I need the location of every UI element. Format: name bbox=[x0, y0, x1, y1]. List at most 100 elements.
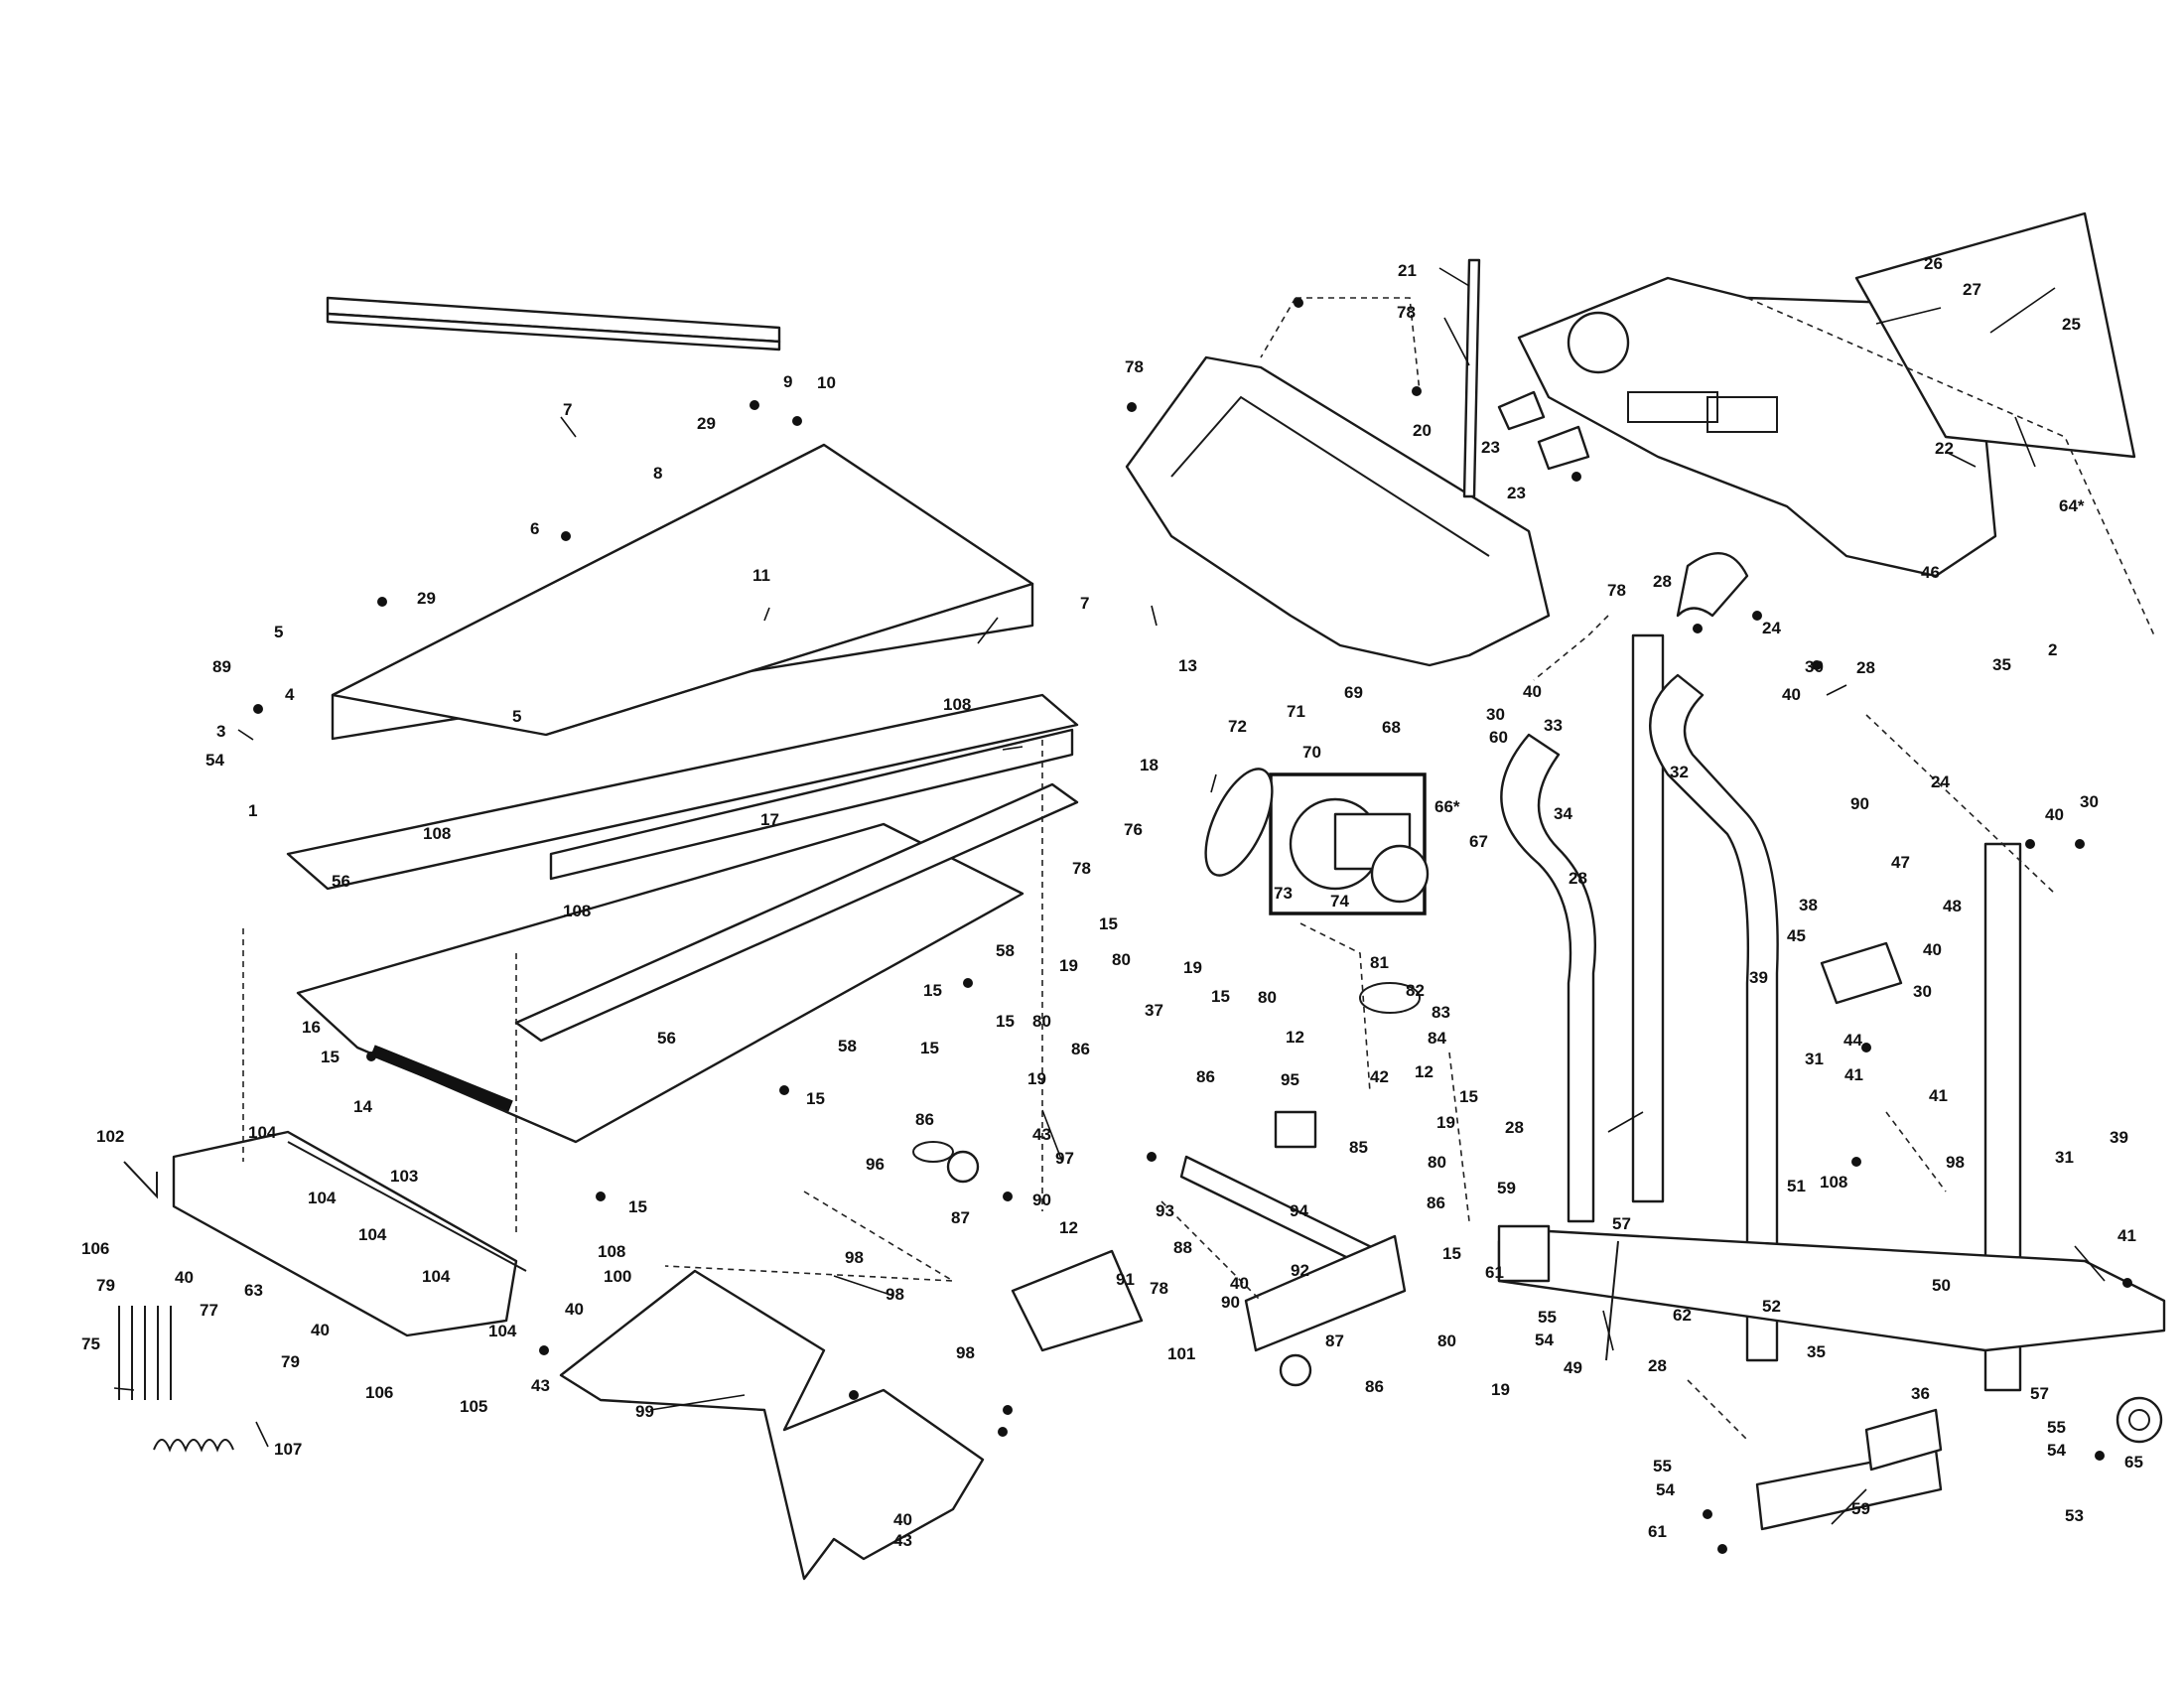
callout-label: 88 bbox=[1173, 1238, 1192, 1257]
callout-label: 46 bbox=[1921, 563, 1940, 582]
pulley-b bbox=[1279, 1353, 1312, 1387]
callout-label: 16 bbox=[302, 1018, 321, 1037]
callout-label: 108 bbox=[598, 1242, 625, 1261]
callout-label: 62 bbox=[1673, 1306, 1692, 1325]
callout-label: 74 bbox=[1330, 892, 1349, 911]
incline-motor bbox=[1820, 941, 1903, 1005]
callout-label: 86 bbox=[915, 1110, 934, 1129]
callout-label: 58 bbox=[838, 1037, 857, 1055]
callout-label: 30 bbox=[2080, 792, 2099, 811]
callout-label: 2 bbox=[2048, 640, 2057, 659]
callout-label: 34 bbox=[1554, 804, 1572, 823]
callout-label: 40 bbox=[2045, 805, 2064, 824]
side-rail-right bbox=[549, 728, 1074, 881]
callout-label: 107 bbox=[274, 1440, 302, 1459]
callout-label: 58 bbox=[996, 941, 1015, 960]
console-base bbox=[1517, 276, 1997, 578]
callout-label: 54 bbox=[1656, 1480, 1675, 1499]
callout-label: 39 bbox=[2110, 1128, 2128, 1147]
callout-label: 40 bbox=[175, 1268, 194, 1287]
callout-label: 65 bbox=[2124, 1453, 2143, 1472]
callout-label: 87 bbox=[951, 1208, 970, 1227]
motor-end-cap bbox=[1370, 844, 1430, 904]
callout-label: 41 bbox=[1844, 1065, 1863, 1084]
callout-label: 102 bbox=[96, 1127, 124, 1146]
callout-label: 59 bbox=[1851, 1499, 1870, 1518]
callout-label: 57 bbox=[1612, 1214, 1631, 1233]
callout-label: 94 bbox=[1290, 1201, 1308, 1220]
callout-label: 20 bbox=[1413, 421, 1432, 440]
callout-label: 12 bbox=[1286, 1028, 1304, 1047]
callout-label: 28 bbox=[1648, 1356, 1667, 1375]
callout-label: 38 bbox=[1799, 896, 1818, 914]
lower-assembly bbox=[559, 941, 1903, 1581]
callout-label: 79 bbox=[281, 1352, 300, 1371]
console-assembly bbox=[1497, 211, 2136, 578]
callout-label: 54 bbox=[1535, 1331, 1554, 1349]
callout-label: 15 bbox=[628, 1197, 647, 1216]
callout-label: 5 bbox=[274, 623, 283, 641]
upright-frame bbox=[1497, 552, 2166, 1531]
console-pad-a bbox=[1497, 390, 1546, 431]
fasteners bbox=[253, 298, 2132, 1554]
gas-spring bbox=[1605, 1240, 1619, 1361]
water-bottle-holder bbox=[1567, 311, 1630, 374]
callout-label: 6 bbox=[530, 519, 539, 538]
callout-label: 10 bbox=[817, 373, 836, 392]
callout-label: 97 bbox=[1055, 1149, 1074, 1168]
transformer bbox=[1274, 1110, 1317, 1149]
callout-label: 80 bbox=[1437, 1332, 1456, 1350]
callout-label: 45 bbox=[1787, 926, 1806, 945]
console-overlay bbox=[1854, 211, 2136, 459]
callout-label: 40 bbox=[1782, 685, 1801, 704]
callout-label: 4 bbox=[285, 685, 295, 704]
callout-label: 61 bbox=[1485, 1263, 1504, 1282]
callout-label: 36 bbox=[1911, 1384, 1930, 1403]
callout-label: 30 bbox=[1486, 705, 1505, 724]
callout-label: 47 bbox=[1891, 853, 1910, 872]
callout-label: 22 bbox=[1935, 439, 1954, 458]
callout-label: 55 bbox=[1538, 1308, 1557, 1327]
callout-label: 82 bbox=[1406, 981, 1425, 1000]
callout-label: 90 bbox=[1032, 1191, 1051, 1209]
callout-label: 101 bbox=[1167, 1344, 1195, 1363]
callout-label: 86 bbox=[1427, 1193, 1445, 1212]
callout-label: 98 bbox=[886, 1285, 904, 1304]
pulley-a bbox=[946, 1150, 980, 1184]
console-window-left bbox=[1627, 391, 1718, 423]
callout-label: 50 bbox=[1932, 1276, 1951, 1295]
callout-label: 11 bbox=[752, 566, 770, 585]
tie-strap bbox=[1462, 258, 1481, 498]
callout-label: 29 bbox=[697, 414, 716, 433]
callout-label: 19 bbox=[1027, 1069, 1046, 1088]
callout-label: 53 bbox=[2065, 1506, 2084, 1525]
callout-label: 104 bbox=[248, 1123, 277, 1142]
upright-center bbox=[1649, 673, 1779, 1362]
callout-label: 86 bbox=[1365, 1377, 1384, 1396]
callout-leaders bbox=[113, 267, 2106, 1525]
callout-label: 108 bbox=[943, 695, 971, 714]
callout-label: 67 bbox=[1469, 832, 1488, 851]
callout-label: 55 bbox=[2047, 1418, 2066, 1437]
callout-label: 78 bbox=[1397, 303, 1416, 322]
assembly-guide-lines bbox=[242, 297, 2155, 1441]
callout-label: 78 bbox=[1072, 859, 1091, 878]
callout-label: 1 bbox=[248, 801, 257, 820]
callout-label: 52 bbox=[1762, 1297, 1781, 1316]
callout-label: 59 bbox=[1497, 1179, 1516, 1197]
callout-label: 12 bbox=[1059, 1218, 1078, 1237]
callout-label: 33 bbox=[1544, 716, 1563, 735]
callout-label: 28 bbox=[1653, 572, 1672, 591]
front-roller bbox=[545, 583, 1033, 736]
deck-frame-upper bbox=[286, 693, 1079, 891]
callout-label: 63 bbox=[244, 1281, 263, 1300]
callout-label: 87 bbox=[1325, 1332, 1344, 1350]
motor-assembly bbox=[1204, 768, 1430, 915]
callout-label: 48 bbox=[1943, 897, 1962, 915]
callout-label: 40 bbox=[893, 1510, 912, 1529]
side-rail-top-lip bbox=[326, 312, 781, 351]
callout-label: 44 bbox=[1843, 1031, 1862, 1050]
frame-rail bbox=[514, 782, 1079, 1043]
callout-label: 98 bbox=[845, 1248, 864, 1267]
